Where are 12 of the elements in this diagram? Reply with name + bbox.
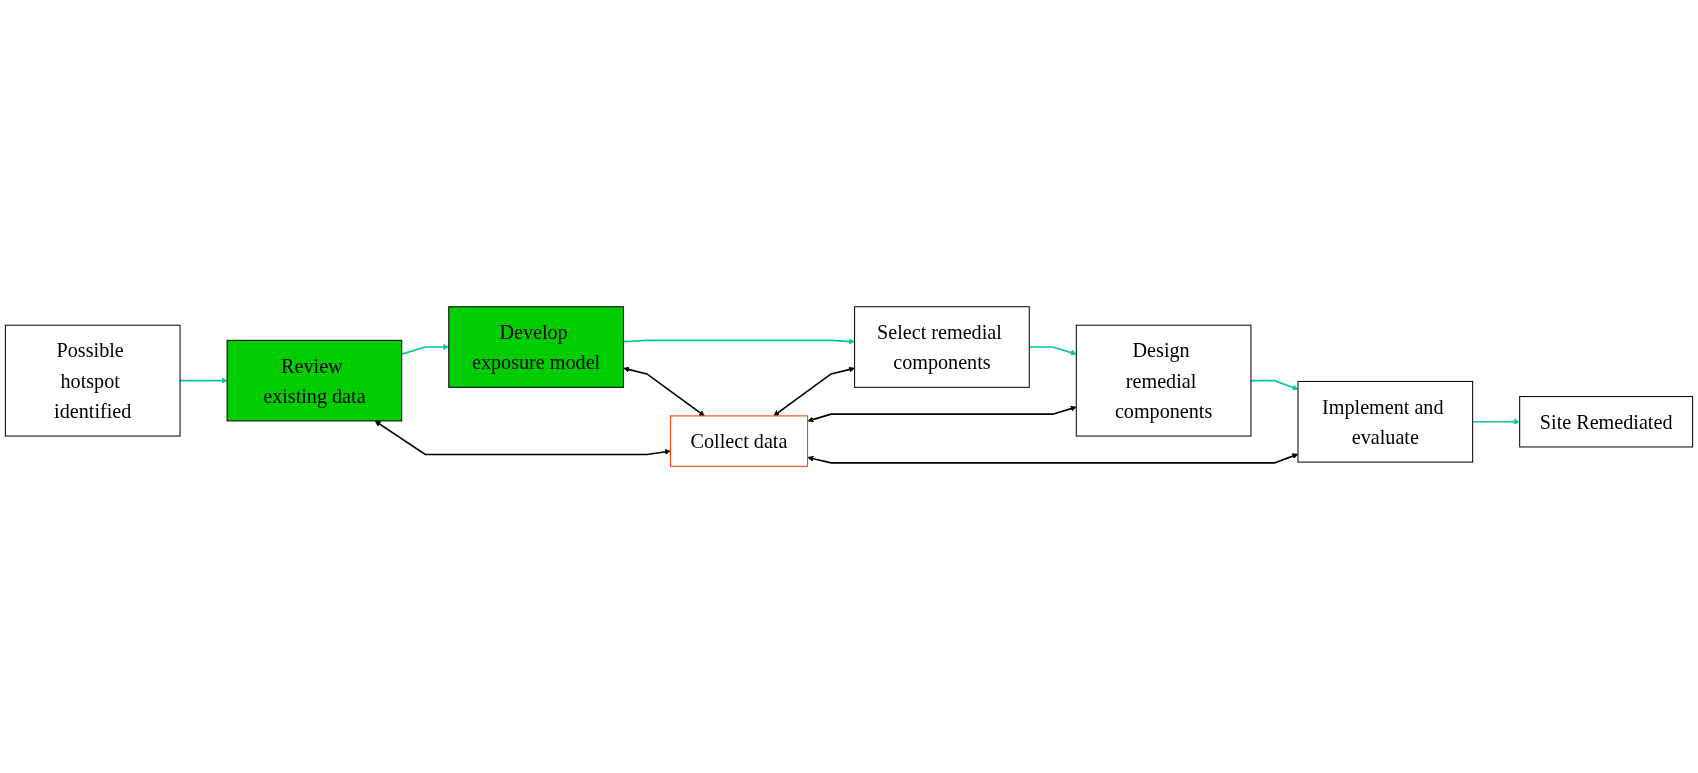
node-box: Possible hotspot identified	[4, 324, 181, 437]
arrow	[623, 366, 705, 417]
node-box: Review existing data	[226, 339, 403, 422]
node-box: Site Remediated	[1519, 396, 1694, 448]
node-box: Select remedial components	[854, 306, 1030, 388]
arrow	[773, 366, 855, 416]
node-box: Collect data	[669, 415, 809, 467]
arrow	[807, 405, 1077, 423]
arrow	[374, 420, 671, 456]
node-box: Develop exposure model	[448, 306, 624, 388]
node-box: Implement and evaluate	[1297, 380, 1474, 463]
node-box: Design remedial components	[1075, 324, 1252, 437]
